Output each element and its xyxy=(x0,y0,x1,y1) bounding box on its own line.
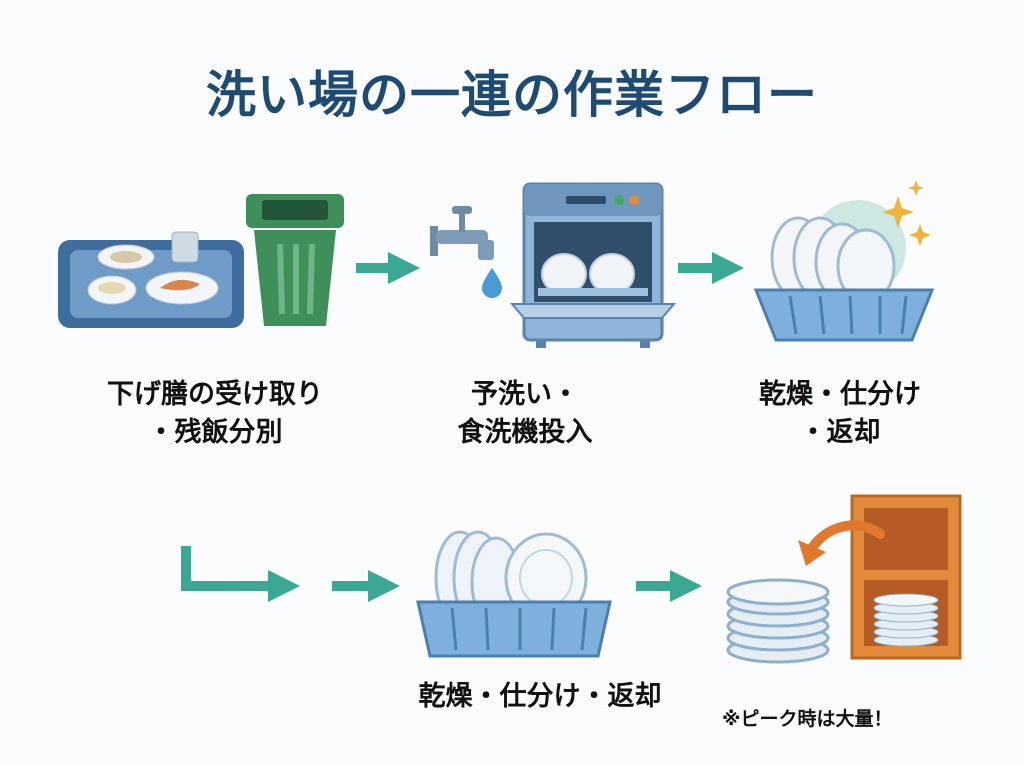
step-3-label: 乾燥・仕分け ・返却 xyxy=(730,376,950,452)
faucet-icon xyxy=(430,206,494,260)
step-1-line-1: 下げ膳の受け取り xyxy=(107,379,323,410)
peak-note: ※ピーク時は大量！ xyxy=(722,708,893,730)
step-2-line-2: 食洗機投入 xyxy=(457,416,593,448)
shelf-icon xyxy=(850,494,962,660)
bottom-step-label: 乾燥・仕分け・返却 xyxy=(418,681,662,712)
return-arrow xyxy=(181,546,301,603)
step-1-label: 下げ膳の受け取り ・残飯分別 xyxy=(70,376,360,452)
step-2-label: 予洗い・ 食洗機投入 xyxy=(430,376,620,452)
tray-icon xyxy=(58,231,244,328)
curved-arrow-icon xyxy=(798,520,885,566)
page-title: 洗い場の一連の作業フロー xyxy=(206,66,818,124)
step-3-line-1: 乾燥・仕分け xyxy=(759,379,921,410)
water-drop-icon xyxy=(482,268,502,298)
step-1-line-2: ・残飯分別 xyxy=(147,416,283,448)
sparkle-icon xyxy=(882,180,931,246)
dish-rack-icon xyxy=(753,200,935,342)
trash-bin-icon xyxy=(246,194,344,326)
step-2-line-1: 予洗い・ xyxy=(471,379,579,410)
dishwasher-icon xyxy=(509,182,677,348)
plate-stack-icon xyxy=(726,578,830,664)
step-3-line-2: ・返却 xyxy=(799,416,881,448)
dish-rack-icon xyxy=(416,530,612,658)
